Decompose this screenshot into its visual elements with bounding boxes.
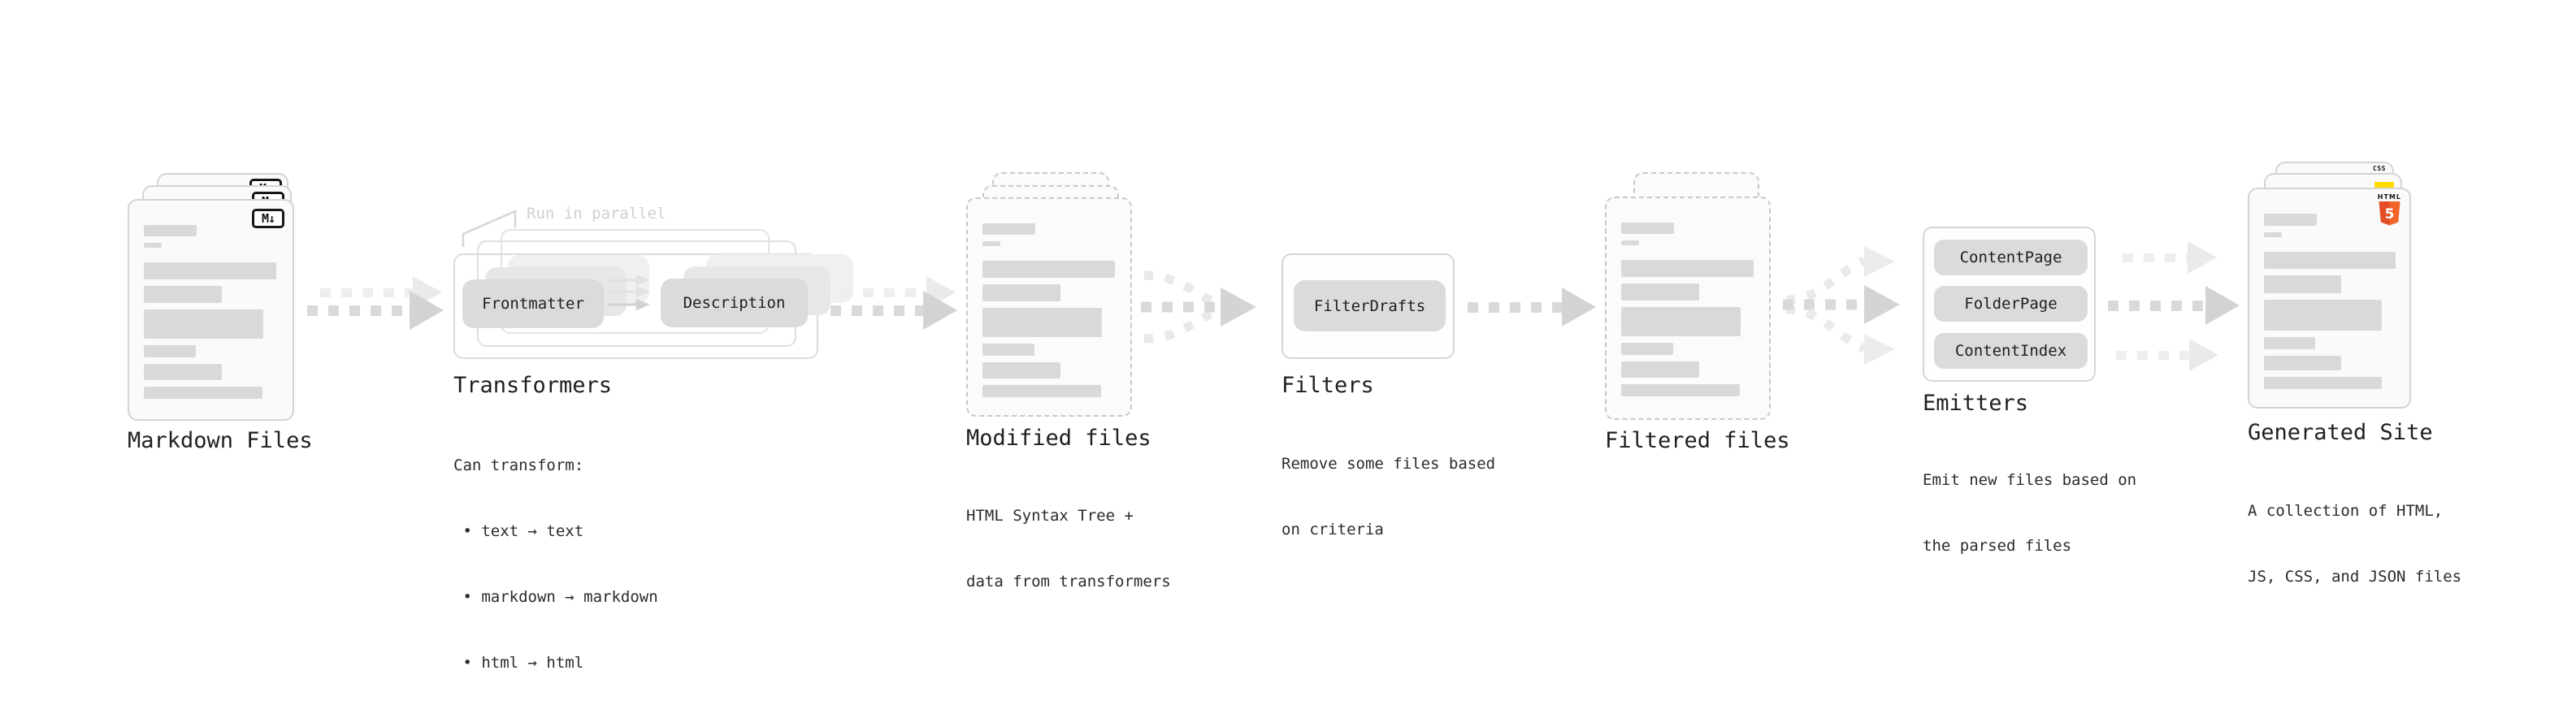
placeholder-bar [144, 262, 276, 279]
placeholder-bar [982, 261, 1115, 278]
placeholder-bar [1621, 240, 1639, 245]
stage-label-emitters: Emitters [1923, 391, 2029, 416]
parallel-arrows-icon [608, 275, 650, 311]
svg-text:5: 5 [2384, 206, 2394, 223]
flow-arrow [830, 291, 957, 330]
description-line: JS, CSS, and JSON files [2248, 568, 2462, 586]
description-line: Remove some files based [1281, 455, 1496, 473]
description-line: • html → html [453, 654, 584, 672]
placeholder-bar [982, 223, 1035, 235]
placeholder-bar [2264, 275, 2341, 293]
filters-box: FilterDrafts [1281, 253, 1455, 359]
emitter-pill-folderpage: FolderPage [1934, 286, 2088, 322]
description-line: HTML Syntax Tree + [966, 507, 1134, 525]
placeholder-bar [144, 225, 197, 236]
diverge-arrow-icon [1783, 246, 1900, 365]
placeholder-bar [1621, 343, 1673, 355]
placeholder-bar [1621, 260, 1754, 277]
description-line: data from transformers [966, 573, 1171, 590]
description-line: Can transform: [453, 456, 584, 474]
placeholder-bar [1621, 283, 1699, 301]
filtered-files-stack [1605, 172, 1776, 424]
document-placeholder-lines [1621, 223, 1754, 396]
placeholder-bar [1621, 307, 1741, 336]
placeholder-bar [2264, 232, 2282, 237]
stage-label-filtered-files: Filtered files [1605, 428, 1790, 453]
generated-site-description: A collection of HTML, JS, CSS, and JSON … [2248, 456, 2461, 632]
filter-pill-filterdrafts: FilterDrafts [1294, 280, 1446, 331]
flow-arrow-emitter-middle [2108, 286, 2240, 325]
html5-badge-icon: HTML 5 [2378, 194, 2401, 226]
generated-site-stack: CSS HTML 5 [2248, 162, 2418, 409]
description-line: on criteria [1281, 521, 1384, 538]
emitters-description: Emit new files based on the parsed files [1923, 426, 2136, 601]
placeholder-bar [982, 284, 1060, 301]
transformers-group: Run in parallel Frontmatter Description [453, 205, 853, 367]
stage-label-generated-site: Generated Site [2248, 420, 2433, 445]
stage-label-modified-files: Modified files [966, 426, 1151, 451]
placeholder-bar [982, 385, 1101, 397]
placeholder-bar [144, 387, 262, 399]
stage-label-transformers: Transformers [453, 373, 613, 398]
markdown-badge-icon: M↓ [252, 209, 284, 228]
description-line: A collection of HTML, [2248, 502, 2444, 520]
placeholder-bar [144, 243, 162, 248]
transformers-description: Can transform: • text → text • markdown … [453, 411, 658, 718]
description-line: • text → text [453, 522, 584, 540]
html5-word: HTML [2377, 193, 2401, 201]
flow-arrow-filters-to-filtered [1468, 288, 1596, 327]
markdown-files-stack: M↓ M↓ M↓ [128, 173, 323, 421]
modified-files-description: HTML Syntax Tree + data from transformer… [966, 461, 1171, 637]
transformer-pill-frontmatter: Frontmatter [462, 279, 604, 328]
run-in-parallel-annotation: Run in parallel [527, 205, 666, 223]
emitter-pill-contentpage: ContentPage [1934, 240, 2088, 275]
flow-arrow-markdown-to-transformers [307, 276, 447, 333]
placeholder-bar [982, 362, 1060, 378]
markdown-file-card-front: M↓ [128, 199, 294, 421]
flow-arrow-transformers-to-modified [830, 276, 961, 333]
placeholder-bar [1621, 223, 1674, 234]
flow-arrow [307, 291, 444, 330]
placeholder-bar [144, 345, 196, 357]
stage-label-markdown-files: Markdown Files [128, 428, 313, 453]
placeholder-bar [2264, 252, 2396, 269]
converge-arrow-icon [1141, 270, 1256, 344]
placeholder-bar [144, 286, 222, 303]
site-file-card-front: HTML 5 [2248, 188, 2411, 409]
placeholder-bar [2264, 214, 2317, 226]
filters-description: Remove some files based on criteria [1281, 409, 1495, 585]
stage-label-filters: Filters [1281, 373, 1374, 398]
html5-shield: 5 [2379, 201, 2400, 226]
transformer-pill-description: Description [661, 279, 808, 327]
flow-arrow-emitter-top [2123, 240, 2217, 275]
flow-arrow-emitter-bottom [2116, 338, 2218, 372]
annotation-leader-line [462, 210, 517, 247]
document-placeholder-lines [2264, 214, 2396, 389]
placeholder-bar [2264, 337, 2315, 349]
placeholder-bar [982, 308, 1102, 337]
description-line: • markdown → markdown [453, 588, 658, 606]
filtered-file-card-front [1605, 197, 1771, 420]
placeholder-bar [982, 344, 1034, 356]
placeholder-bar [144, 309, 263, 339]
placeholder-bar [2264, 356, 2341, 370]
emitter-pill-contentindex: ContentIndex [1934, 333, 2088, 369]
pipeline-diagram: M↓ M↓ M↓ Markdown Files [128, 162, 2461, 672]
placeholder-bar [2264, 300, 2382, 331]
modified-files-stack [966, 172, 1137, 420]
placeholder-bar [1621, 361, 1699, 378]
emitters-box: ContentPage FolderPage ContentIndex [1923, 227, 2096, 382]
modified-file-card-front [966, 197, 1132, 417]
placeholder-bar [1621, 384, 1740, 396]
placeholder-bar [982, 241, 1000, 246]
document-placeholder-lines [982, 223, 1115, 397]
description-line: the parsed files [1923, 537, 2072, 555]
placeholder-bar [2264, 377, 2382, 389]
document-placeholder-lines [144, 225, 276, 399]
description-line: Emit new files based on [1923, 471, 2137, 489]
placeholder-bar [144, 364, 222, 380]
